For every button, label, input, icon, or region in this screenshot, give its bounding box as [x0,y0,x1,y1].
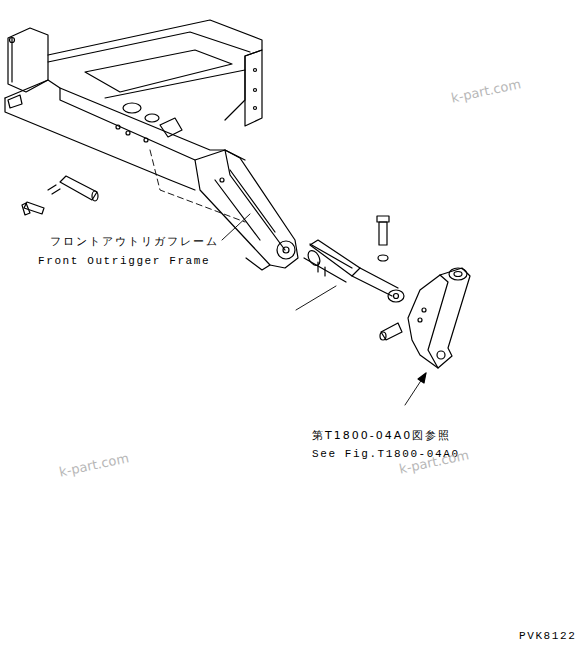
drawing-number: PVK8122 [519,630,576,642]
leader-line [222,214,250,240]
frame-beam [5,80,245,160]
part-name-en: Front Outrigger Frame [38,255,210,267]
link-arm [408,268,470,368]
bolt [24,202,44,214]
part-name-jp: フロントアウトリガフレーム [50,236,219,248]
leader-arrow [405,373,426,405]
watermark: k-part.com [58,451,130,480]
reference-note-jp: 第T1800-04A0図参照 [312,430,451,442]
frame-deck [48,20,262,120]
pin [381,323,402,340]
watermark: k-part.com [450,77,522,106]
bolt [379,222,387,245]
pin [60,176,97,200]
leader-line [296,286,336,310]
